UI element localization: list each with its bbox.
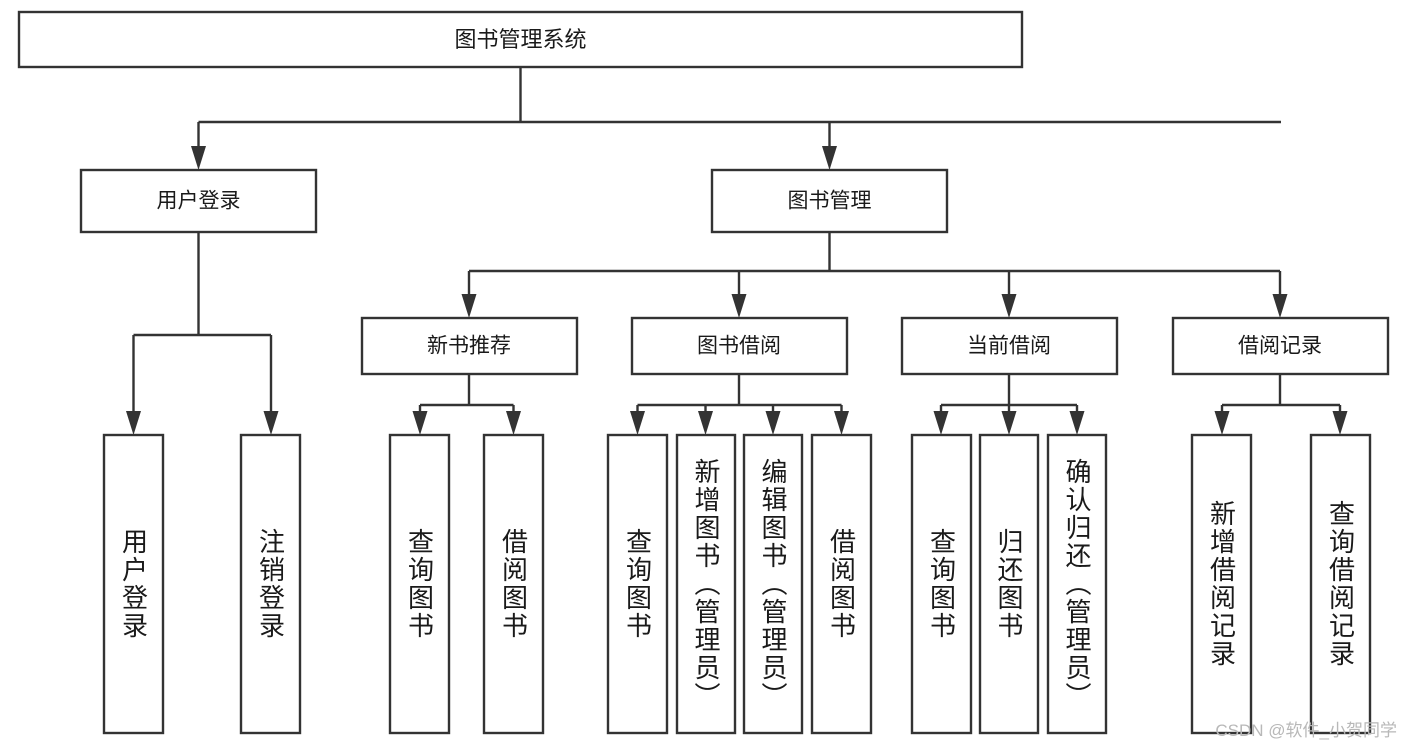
leaf-box-user-login-login[interactable]	[102, 433, 165, 735]
node-box-new-book-recommend[interactable]	[360, 316, 579, 376]
leaf-box-bookborrow-borrow[interactable]	[810, 433, 873, 735]
leaf-box-bookborrow-edit[interactable]	[742, 433, 804, 735]
connector-bookmgmt-to-level3	[461, 232, 1288, 318]
node-box-book-management[interactable]	[710, 168, 949, 234]
leaf-box-currentborrow-confirm[interactable]	[1046, 433, 1108, 735]
leaf-box-bookborrow-query[interactable]	[606, 433, 669, 735]
root-node-label: 图书管理系统	[454, 27, 586, 52]
node-box-book-borrow[interactable]	[630, 316, 849, 376]
connector-root-to-level2	[191, 67, 1281, 170]
level3-label-book-borrow: 图书借阅	[697, 335, 781, 358]
leaf-box-newbook-borrow[interactable]	[482, 433, 545, 735]
leaf-box-bookborrow-add[interactable]	[675, 433, 737, 735]
connector-currentborrow-to-leaves	[933, 374, 1085, 435]
level2-label-user-login: 用户登录	[157, 190, 241, 213]
connector-newbook-to-leaves	[412, 374, 521, 435]
level3-label-current-borrow: 当前借阅	[967, 335, 1051, 358]
node-box-root[interactable]	[17, 10, 1024, 69]
leaf-box-currentborrow-return[interactable]	[978, 433, 1040, 735]
node-box-current-borrow[interactable]	[900, 316, 1119, 376]
connector-bookborrow-to-leaves	[630, 374, 849, 435]
leaf-box-user-login-logout[interactable]	[239, 433, 302, 735]
level3-label-borrow-record: 借阅记录	[1238, 335, 1322, 358]
connector-userlogin-to-leaves	[126, 232, 279, 435]
leaf-box-borrowrecord-query[interactable]	[1309, 433, 1372, 735]
level3-label-new-book-recommend: 新书推荐	[427, 335, 511, 358]
leaf-box-newbook-query[interactable]	[388, 433, 451, 735]
leaf-box-currentborrow-query[interactable]	[910, 433, 973, 735]
node-box-borrow-record[interactable]	[1171, 316, 1390, 376]
level2-label-book-management: 图书管理	[788, 190, 872, 213]
leaf-box-borrowrecord-add[interactable]	[1190, 433, 1253, 735]
connector-borrowrecord-to-leaves	[1214, 374, 1348, 435]
node-box-user-login[interactable]	[79, 168, 318, 234]
csdn-watermark: CSDN @软件_小贺同学	[1215, 721, 1397, 740]
